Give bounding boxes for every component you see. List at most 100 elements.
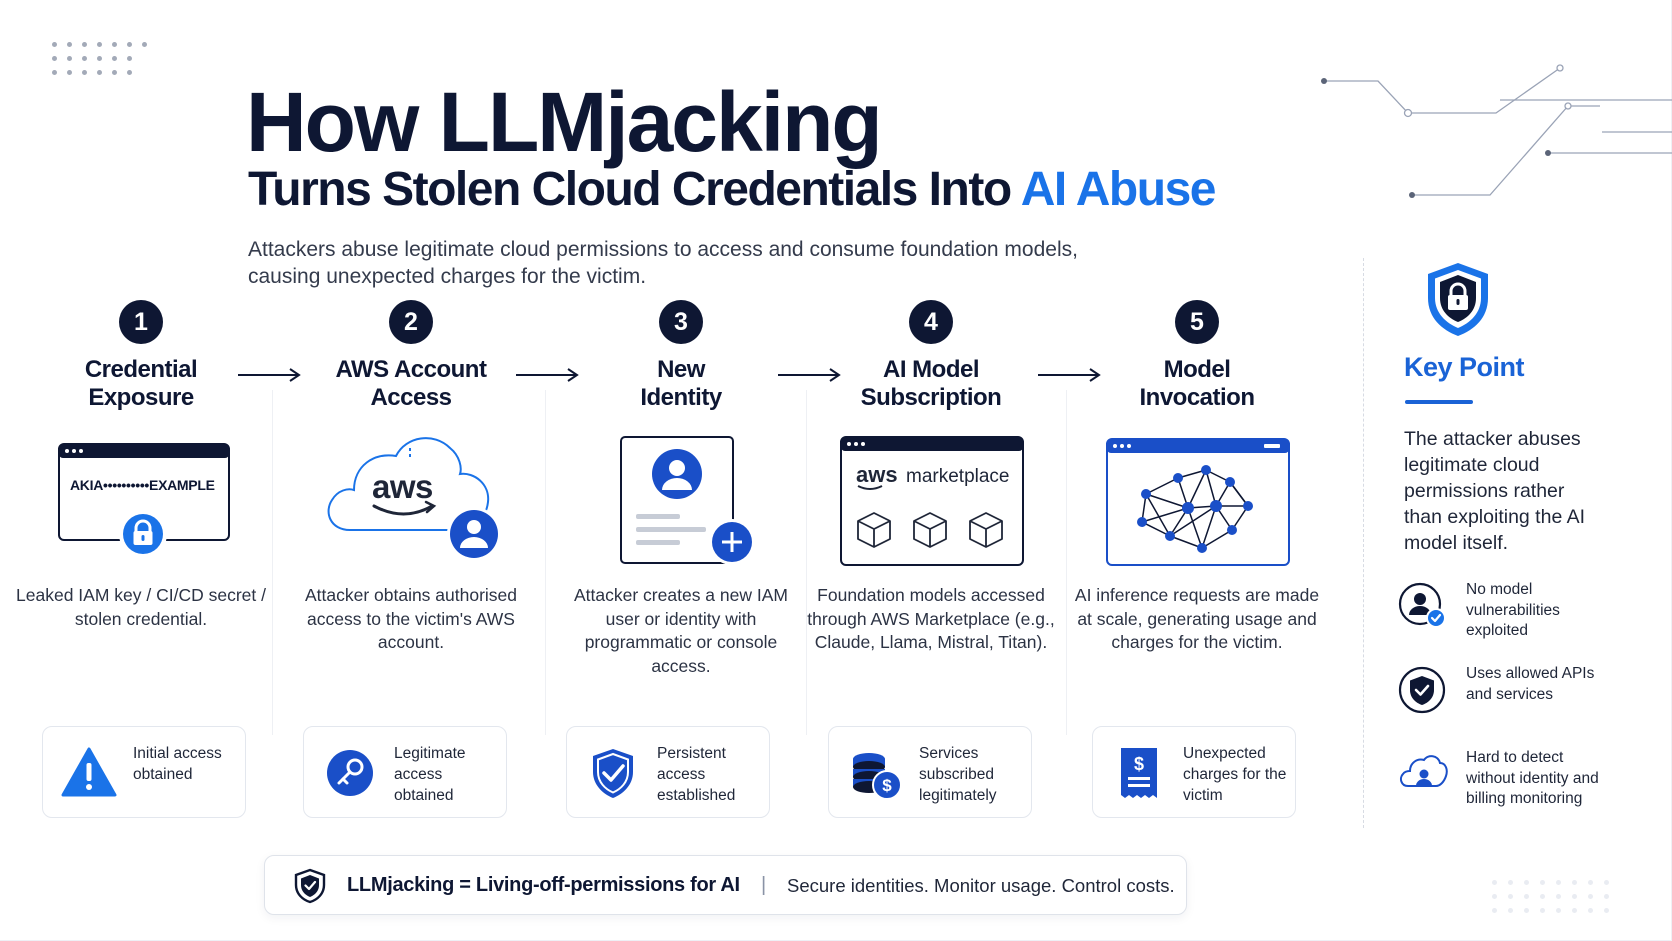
- column-divider: [545, 390, 546, 735]
- neural-network-icon: [1106, 438, 1290, 566]
- dot: [97, 56, 102, 61]
- marketplace-window-illustration: aws marketplace: [840, 436, 1024, 566]
- dot: [67, 42, 72, 47]
- arrow-right-icon: [238, 368, 301, 382]
- step-title-line: New: [657, 356, 705, 383]
- invoice-icon: $: [1121, 748, 1157, 798]
- step-title-line: AWS Account: [335, 356, 487, 383]
- key-point-title: Key Point: [1404, 352, 1525, 382]
- arrow-right-icon: [778, 368, 841, 382]
- aws-cloud-illustration: aws: [322, 428, 504, 564]
- lock-icon: [119, 510, 167, 558]
- aws-logo-text: aws: [372, 468, 433, 505]
- key-icon: [327, 750, 373, 796]
- subtitle-accent: AI Abuse: [1020, 163, 1217, 216]
- step-title: New Identity: [556, 356, 806, 412]
- column-divider: [272, 390, 273, 735]
- step-title-line: Identity: [640, 384, 722, 411]
- step-description: Leaked IAM key / CI/CD secret / stolen c…: [16, 585, 266, 629]
- dot: [127, 56, 132, 61]
- dot: [82, 42, 87, 47]
- dot: [1508, 908, 1513, 913]
- step-title-line: Access: [370, 384, 452, 411]
- dot: [1540, 880, 1545, 885]
- step-title: Model Invocation: [1072, 356, 1322, 412]
- card-label: Initial access obtained: [133, 745, 222, 783]
- footer-advice: Secure identities. Monitor usage. Contro…: [787, 875, 1175, 896]
- dot: [1588, 908, 1593, 913]
- column-divider: [1066, 390, 1067, 735]
- warning-icon: [61, 747, 117, 797]
- outcome-card-1: Initial access obtained: [42, 726, 246, 818]
- browser-window-icon: [840, 436, 1024, 566]
- arrow-right-icon: [1038, 368, 1101, 382]
- dot: [1556, 894, 1561, 899]
- dot: [97, 42, 102, 47]
- svg-text:$: $: [1134, 754, 1144, 774]
- step-title-line: Subscription: [860, 384, 1002, 411]
- step-description: Attacker obtains authorised access to th…: [304, 585, 518, 652]
- dot: [112, 56, 117, 61]
- dot: [1524, 908, 1529, 913]
- sidebar-divider: [1363, 258, 1364, 828]
- step-description: Attacker creates a new IAM user or ident…: [574, 585, 788, 676]
- shield-check-icon: [294, 868, 326, 904]
- browser-window-icon: [58, 443, 230, 541]
- dot: [1540, 894, 1545, 899]
- step-number: 5: [1175, 300, 1219, 344]
- cloud-icon: [327, 437, 490, 531]
- step-title: AI Model Subscription: [806, 356, 1056, 412]
- dot: [1556, 880, 1561, 885]
- key-point-item: Uses allowed APIs and services: [1398, 664, 1638, 734]
- step-title-line: Model: [1163, 356, 1231, 383]
- outcome-card-2: Legitimate access obtained: [303, 726, 507, 818]
- key-point-item: No model vulnerabilities exploited: [1398, 580, 1638, 650]
- dot: [1604, 880, 1609, 885]
- new-identity-illustration: [618, 434, 758, 565]
- shield-check-icon: [1398, 666, 1446, 714]
- dot: [142, 42, 147, 47]
- dot: [97, 70, 102, 75]
- step-title-line: Invocation: [1139, 384, 1255, 411]
- credential-window-illustration: AKIA••••••••••EXAMPLE: [58, 443, 230, 558]
- coins-icon: $: [853, 753, 902, 800]
- footer-summary-bar: LLMjacking = Living-off-permissions for …: [264, 855, 1187, 915]
- dot: [67, 70, 72, 75]
- dot: [1572, 908, 1577, 913]
- step-title: Credential Exposure: [16, 356, 266, 412]
- model-cubes-icon: [857, 512, 1003, 548]
- access-key-text: AKIA••••••••••EXAMPLE: [70, 477, 215, 493]
- dot-grid-decoration-bottom: [1492, 880, 1622, 920]
- dot: [1588, 894, 1593, 899]
- step-4: 4 AI Model Subscription Foundation model…: [806, 300, 1056, 652]
- step-title-line: Exposure: [88, 384, 194, 411]
- user-icon: [447, 507, 501, 561]
- column-divider: [806, 390, 807, 735]
- dot: [1572, 894, 1577, 899]
- card-label: Unexpected charges for the victim: [1183, 745, 1287, 804]
- key-point-item-text: Uses allowed APIs and services: [1466, 665, 1595, 703]
- step-3: 3 New Identity Attacker creates a new IA…: [556, 300, 806, 676]
- dot: [127, 70, 132, 75]
- step-number: 3: [659, 300, 703, 344]
- dot: [1604, 908, 1609, 913]
- step-2: 2 AWS Account Access Attacker obtains au…: [286, 300, 536, 652]
- dot: [1572, 880, 1577, 885]
- step-description: AI inference requests are made at scale,…: [1074, 585, 1320, 652]
- circuit-lines-decoration: [1321, 64, 1672, 198]
- dot: [112, 70, 117, 75]
- shield-check-icon: [593, 749, 633, 798]
- title-underline: [1405, 400, 1473, 404]
- key-point-item-text: No model vulnerabilities exploited: [1466, 581, 1560, 639]
- svg-text:$: $: [882, 776, 892, 795]
- shield-lock-icon: [1428, 263, 1488, 336]
- step-title-line: AI Model: [883, 356, 980, 383]
- dot: [67, 56, 72, 61]
- marketplace-brand: aws: [856, 462, 898, 487]
- key-point-item: Hard to detect without identity and bill…: [1398, 748, 1638, 818]
- subtitle-text: Turns Stolen Cloud Credentials Into: [248, 163, 1012, 216]
- page-subtitle: Turns Stolen Cloud Credentials Into AI A…: [248, 162, 1217, 217]
- dot: [52, 56, 57, 61]
- footer-separator: |: [761, 874, 767, 896]
- card-label: Services subscribed legitimately: [919, 745, 997, 804]
